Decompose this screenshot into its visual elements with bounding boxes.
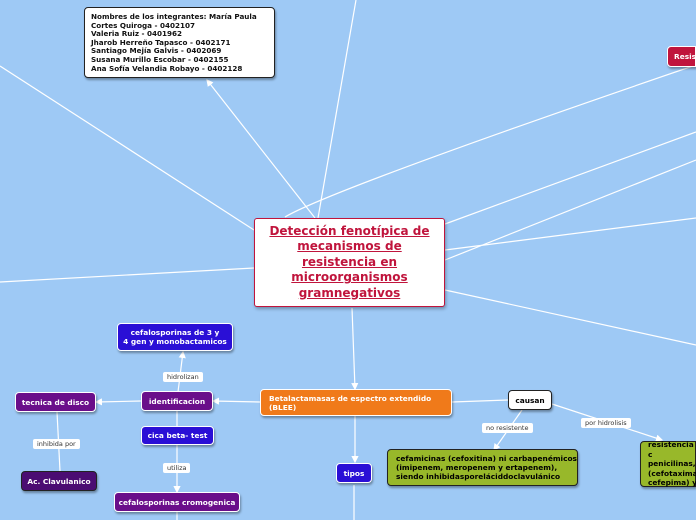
resis-node[interactable]: Resis — [667, 46, 696, 67]
blee-line: Betalactamasas de espectro extendido — [269, 393, 432, 403]
blee-node[interactable]: Betalactamasas de espectro extendido (BL… — [260, 389, 452, 416]
cefamicinas-line: siendo inhibidasporeláciddoclavulánico — [396, 472, 561, 481]
resistencia-node[interactable]: resistencia c penicilinas,c (cefotaxima … — [640, 440, 696, 488]
edge-central-lower-right — [444, 289, 696, 346]
cefalosporinas-line: cefalosporinas de 3 y — [130, 328, 220, 337]
edge-label-inhibida-por: inhibida por — [33, 439, 80, 449]
member-line: Valeria Ruiz - 0401962 — [91, 29, 183, 39]
member-line: Susana Murillo Escobar - 0402155 — [91, 54, 229, 64]
blee-line: (BLEE) — [269, 402, 297, 412]
cromogenica-node[interactable]: cefalosporinas cromogenica — [114, 492, 240, 512]
member-line: Ana Sofía Velandia Robayo - 0402128 — [91, 63, 243, 73]
cefalosporinas-node[interactable]: cefalosporinas de 3 y 4 gen y monobactam… — [117, 323, 233, 351]
resistencia-line: resistencia c — [648, 440, 694, 459]
tipos-label: tipos — [343, 468, 365, 478]
resistencia-line: cefepima) y — [648, 478, 696, 488]
edge-label-por-hidrolisis: por hidrolisis — [581, 418, 631, 428]
central-line: mecanismos de — [297, 239, 402, 254]
tecnica-label: tecnica de disco — [21, 397, 90, 407]
tecnica-node[interactable]: tecnica de disco — [15, 392, 96, 412]
central-topic[interactable]: Detección fenotípica de mecanismos de re… — [254, 218, 445, 307]
cica-node[interactable]: cica beta- test — [141, 426, 214, 445]
edge-label-utiliza: utiliza — [163, 463, 191, 473]
central-line: gramnegativos — [298, 285, 401, 300]
edge-blee-identificacion — [211, 397, 261, 405]
central-line: Detección fenotípica de — [269, 223, 430, 238]
tipos-node[interactable]: tipos — [336, 463, 372, 483]
member-line: Santiago Mejía Galvis - 0402069 — [91, 46, 222, 56]
edge-central-blee — [351, 307, 359, 391]
cromogenica-label: cefalosporinas cromogenica — [118, 497, 236, 507]
edge-blee-causan — [451, 399, 509, 403]
ac-clavulanico-node[interactable]: Ac. Clavulanico — [21, 471, 97, 491]
edge-central-right1 — [444, 131, 696, 225]
cefalosporinas-line: 4 gen y monobactamicos — [123, 337, 227, 346]
central-line: resistencia en — [301, 254, 398, 269]
identificacion-node[interactable]: identificacion — [141, 391, 213, 411]
member-line: Nombres de los integrantes: María Paula — [91, 12, 257, 21]
member-line: Jharob Herreño Tapasco - 0402171 — [91, 37, 231, 47]
edge-central-upper-left — [0, 65, 255, 231]
cefamicinas-line: cefamicinas (cefoxitina) ni carbapenémic… — [396, 454, 577, 463]
ac-clavulanico-label: Ac. Clavulanico — [27, 476, 91, 486]
causan-label: causan — [515, 395, 545, 405]
edge-label-hidrolizan: hidrolizan — [163, 372, 203, 382]
edge-central-members — [206, 79, 316, 219]
resistencia-line: (cefotaxima — [648, 468, 696, 478]
edge-central-right2 — [444, 217, 696, 251]
identificacion-label: identificacion — [148, 396, 206, 406]
member-line: Cortes Quiroga - 0402107 — [91, 20, 196, 30]
edge-central-right-long — [444, 159, 696, 261]
edge-ident-tecnica — [94, 398, 142, 406]
edge-label-no-resistente: no resistente — [482, 423, 533, 433]
resistencia-line: penicilinas,c — [648, 459, 696, 469]
edge-central-top — [317, 0, 357, 219]
cefamicinas-node[interactable]: cefamicinas (cefoxitina) ni carbapenémic… — [387, 449, 578, 486]
central-line: microorganismos — [291, 270, 408, 285]
edge-central-left — [0, 267, 255, 283]
cica-label: cica beta- test — [147, 431, 208, 440]
edge-central-upper-right — [284, 64, 696, 218]
members-node[interactable]: Nombres de los integrantes: María Paula … — [84, 7, 275, 78]
causan-node[interactable]: causan — [508, 390, 552, 410]
cefamicinas-line: (imipenem, meropenem y ertapenem), — [396, 463, 558, 472]
resis-label: Resis — [674, 52, 696, 61]
